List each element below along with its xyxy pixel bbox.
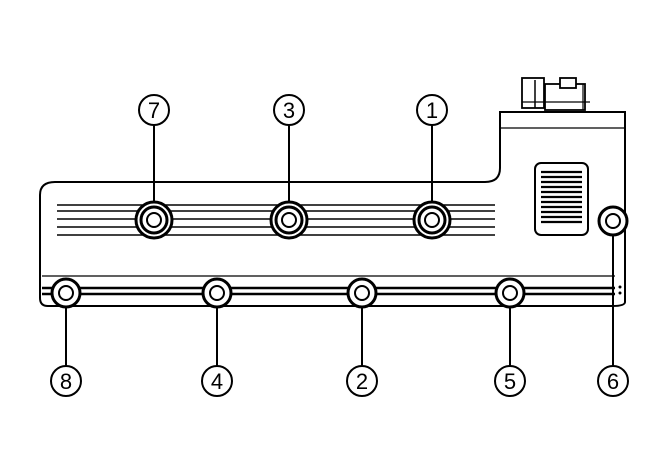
callout-3: 3 bbox=[273, 94, 305, 126]
leader-lines bbox=[65, 125, 614, 366]
mark-dot bbox=[618, 291, 622, 295]
bolt-5 bbox=[494, 277, 526, 309]
bolt-1 bbox=[412, 200, 452, 240]
callout-6: 6 bbox=[597, 365, 629, 397]
vent-grille bbox=[534, 162, 589, 236]
bolt-7 bbox=[134, 200, 174, 240]
bolt-8 bbox=[50, 277, 82, 309]
cover-outline bbox=[39, 111, 626, 307]
raised-housing bbox=[499, 112, 625, 129]
callout-5: 5 bbox=[494, 365, 526, 397]
callout-4-label: 4 bbox=[211, 369, 223, 394]
bolt-6 bbox=[597, 205, 629, 237]
callout-3-label: 3 bbox=[283, 98, 295, 123]
callout-2-label: 2 bbox=[356, 369, 368, 394]
callout-5-label: 5 bbox=[504, 369, 516, 394]
bolt-group bbox=[50, 200, 629, 309]
connector-plug bbox=[521, 77, 590, 111]
callout-8-label: 8 bbox=[60, 369, 72, 394]
bolt-4 bbox=[201, 277, 233, 309]
callout-7: 7 bbox=[138, 94, 170, 126]
callout-2: 2 bbox=[346, 365, 378, 397]
callout-8: 8 bbox=[50, 365, 82, 397]
callout-7-label: 7 bbox=[148, 98, 160, 123]
bolt-3 bbox=[269, 200, 309, 240]
callout-4: 4 bbox=[201, 365, 233, 397]
mark-dot bbox=[618, 285, 622, 289]
callout-6-label: 6 bbox=[607, 369, 619, 394]
bolt-2 bbox=[346, 277, 378, 309]
callout-1-label: 1 bbox=[426, 98, 438, 123]
callout-1: 1 bbox=[416, 94, 448, 126]
